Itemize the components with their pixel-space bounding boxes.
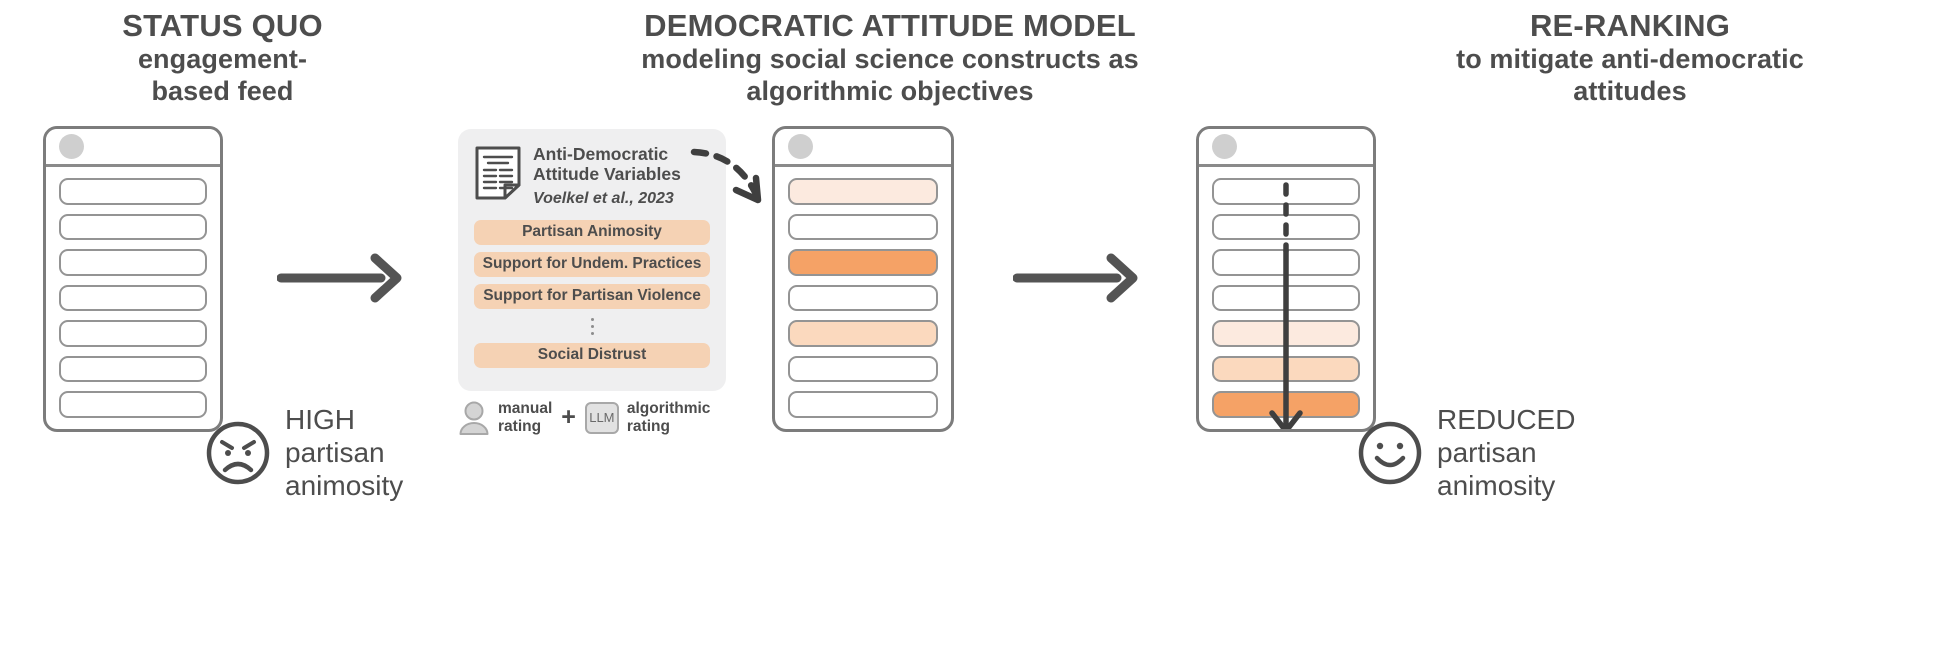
document-title-block: Anti-Democratic Attitude Variables Voelk…: [533, 143, 681, 208]
avatar: [788, 134, 813, 159]
legend-algorithmic-rating: LLM algorithmic rating: [584, 400, 711, 436]
feed-row[interactable]: [788, 178, 938, 205]
outcome-reduced-line3: animosity: [1437, 470, 1556, 502]
panel-title-model: DEMOCRATIC ATTITUDE MODEL: [644, 8, 1136, 43]
outcome-high-line2: partisan: [285, 437, 385, 469]
variable-pill[interactable]: Support for Undem. Practices: [474, 251, 710, 277]
legend-plus-sign: +: [561, 403, 576, 432]
flow-arrow-1: [277, 253, 402, 303]
feed-row[interactable]: [1212, 213, 1360, 241]
panel-heading-model: DEMOCRATIC ATTITUDE MODEL modeling socia…: [540, 8, 1240, 107]
feed-row[interactable]: [788, 249, 938, 276]
person-icon: [459, 401, 489, 435]
legend-algorithmic-label: algorithmic rating: [627, 400, 711, 436]
feed-row[interactable]: [788, 391, 938, 419]
outcome-high-line3: animosity: [285, 470, 404, 502]
panel-title-reranking: RE-RANKING: [1529, 8, 1731, 43]
phone-header: [1199, 129, 1373, 167]
feed-row[interactable]: [788, 320, 938, 347]
legend-manual-rating: manual rating: [458, 400, 552, 436]
feed-row[interactable]: [59, 213, 207, 241]
legend-algorithmic-line2: rating: [626, 417, 670, 435]
feed-list-reranked: [1199, 167, 1373, 429]
feed-row[interactable]: [1212, 320, 1360, 347]
feed-row[interactable]: [788, 284, 938, 312]
feed-row[interactable]: [59, 391, 207, 419]
outcome-reduced-line1: REDUCED: [1437, 404, 1576, 435]
feed-row[interactable]: [788, 355, 938, 383]
feed-row[interactable]: [59, 320, 207, 347]
outcome-high-label: HIGH partisan animosity: [285, 403, 403, 502]
avatar: [59, 134, 84, 159]
feed-row[interactable]: [1212, 391, 1360, 419]
feed-row[interactable]: [59, 249, 207, 276]
phone-header: [46, 129, 220, 167]
outcome-high-line1: HIGH: [285, 404, 355, 435]
outcome-reduced-animosity: REDUCED partisan animosity: [1357, 403, 1575, 502]
feed-row[interactable]: [59, 355, 207, 383]
democratic-attitude-model-panel: Anti-Democratic Attitude Variables Voelk…: [458, 129, 726, 391]
angry-face-icon: [206, 421, 270, 484]
llm-icon: LLM: [584, 401, 619, 434]
document-icon: [475, 146, 521, 200]
feed-list-status-quo: [46, 167, 220, 429]
legend-manual-line1: manual: [498, 400, 553, 417]
outcome-reduced-line2: partisan: [1437, 437, 1537, 469]
feed-row[interactable]: [59, 284, 207, 312]
legend-algorithmic-line1: algorithmic: [626, 400, 711, 417]
mapping-arrow-dashed: [690, 148, 762, 204]
feed-row[interactable]: [788, 213, 938, 241]
outcome-reduced-label: REDUCED partisan animosity: [1437, 403, 1575, 502]
document-header: Anti-Democratic Attitude Variables Voelk…: [474, 143, 710, 208]
panel-title-status-quo: STATUS QUO: [122, 8, 323, 43]
feed-row[interactable]: [1212, 284, 1360, 312]
avatar: [1212, 134, 1237, 159]
legend-manual-label: manual rating: [498, 400, 552, 436]
document-citation: Voelkel et al., 2023: [533, 189, 674, 207]
feed-row[interactable]: [59, 178, 207, 205]
smiling-face-icon: [1358, 421, 1422, 484]
panel-subtitle-status-quo: engagement-based feed: [137, 44, 308, 106]
rating-legend: manual rating + LLM algorithmic rating: [458, 400, 738, 436]
feed-row[interactable]: [1212, 355, 1360, 383]
feed-row[interactable]: [1212, 249, 1360, 276]
variable-pill[interactable]: Partisan Animosity: [474, 219, 710, 245]
phone-mockup-scored-feed: [772, 126, 954, 432]
phone-mockup-reranked-feed: [1196, 126, 1376, 432]
variable-pill[interactable]: Support for Partisan Violence: [474, 283, 710, 309]
feed-list-scored: [775, 167, 951, 429]
document-title-line2: Attitude Variables: [533, 164, 681, 185]
outcome-high-animosity: HIGH partisan animosity: [205, 403, 403, 502]
vertical-ellipsis-icon: [474, 316, 710, 338]
phone-mockup-status-quo: [43, 126, 223, 432]
flow-arrow-2: [1013, 253, 1138, 303]
phone-header: [775, 129, 951, 167]
feed-row[interactable]: [1212, 178, 1360, 205]
document-title-line1: Anti-Democratic: [533, 144, 669, 164]
legend-manual-line2: rating: [498, 417, 542, 435]
variable-pill[interactable]: Social Distrust: [474, 342, 710, 368]
panel-heading-status-quo: STATUS QUO engagement-based feed: [10, 8, 435, 107]
